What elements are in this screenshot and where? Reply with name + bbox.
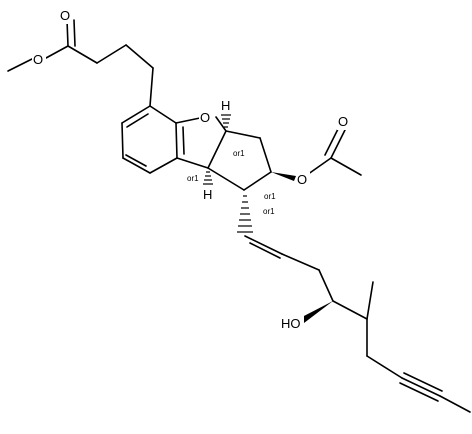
ester-o-double: O bbox=[60, 8, 70, 23]
acetate-o-single: O bbox=[297, 172, 307, 187]
stereo-label-2: or1 bbox=[187, 174, 199, 183]
stereo-labels: or1 or1 or1 or1 bbox=[187, 149, 276, 216]
h-atom-top: H bbox=[221, 98, 230, 113]
ester-chain-bonds bbox=[7, 19, 154, 107]
acetate-bonds bbox=[303, 126, 362, 178]
sidechain-bonds bbox=[244, 235, 471, 413]
stereo-label-4: or1 bbox=[263, 207, 275, 216]
hashed-wedge-sidechain bbox=[237, 195, 253, 233]
acetate-o-double: O bbox=[338, 114, 348, 129]
benzene-ring-bonds bbox=[121, 105, 185, 174]
wedge-acetate bbox=[271, 172, 296, 181]
hashed-wedges-h bbox=[203, 114, 231, 185]
wedge-hydroxyl bbox=[302, 301, 333, 323]
hydroxyl-label: HO bbox=[281, 316, 301, 331]
ring-system-bonds bbox=[175, 116, 272, 191]
atom-labels: O O O O O HO H H bbox=[32, 8, 351, 332]
furan-oxygen: O bbox=[200, 110, 210, 125]
stereo-label-3: or1 bbox=[264, 192, 276, 201]
ester-o-single: O bbox=[33, 52, 43, 67]
h-atom-bottom: H bbox=[203, 187, 212, 202]
stereo-label-1: or1 bbox=[233, 149, 245, 158]
